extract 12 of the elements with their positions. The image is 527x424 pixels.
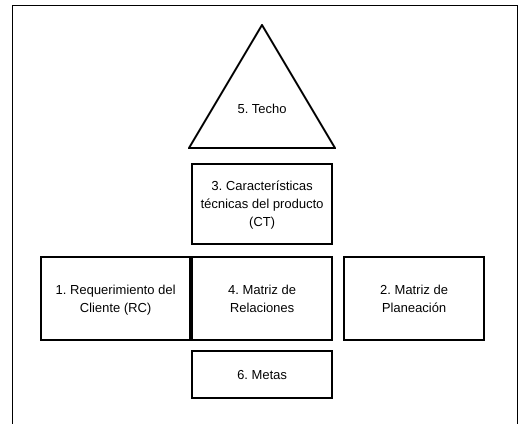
roof-triangle	[188, 24, 336, 149]
matrix-box	[191, 256, 333, 341]
matrix-box	[343, 256, 485, 341]
box-label: 2. Matriz de Planeación	[379, 280, 449, 316]
box-label: 3. Características técnicas del producto (CT)	[200, 177, 324, 231]
box-label: 6. Metas	[237, 366, 287, 384]
box-label: 5. Techo	[238, 100, 286, 118]
box-label: 4. Matriz de Relaciones	[227, 280, 297, 316]
box-label: 1. Requerimiento del Cliente (RC)	[54, 280, 176, 316]
matrix-box	[191, 350, 333, 399]
matrix-box	[191, 163, 333, 245]
matrix-box	[40, 256, 191, 341]
